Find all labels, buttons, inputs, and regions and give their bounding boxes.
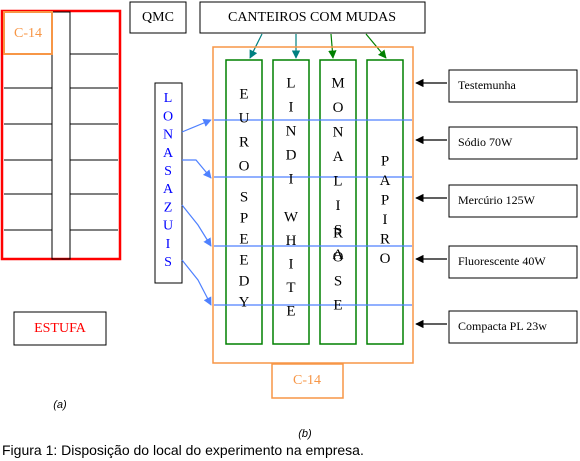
bed-letter: L bbox=[286, 75, 295, 91]
qmc-label: QMC bbox=[142, 10, 174, 25]
bed-letter: I bbox=[289, 99, 294, 115]
lonas-letter: A bbox=[163, 146, 174, 161]
bed-letter: D bbox=[239, 273, 250, 289]
lonas-letter: S bbox=[164, 164, 172, 179]
bed-letter: R bbox=[333, 225, 343, 241]
estufa-label-box bbox=[13, 311, 107, 346]
bed-letter: E bbox=[239, 231, 248, 247]
bed-letter: L bbox=[333, 173, 342, 189]
bed-lindi-white bbox=[272, 59, 310, 345]
bed-letter: S bbox=[240, 189, 248, 205]
figure-caption: Figura 1: Disposição do local do experim… bbox=[2, 442, 364, 458]
lamp-label: Compacta PL 23w bbox=[458, 319, 547, 333]
bed-letter: O bbox=[333, 249, 344, 265]
lamp-box bbox=[448, 245, 578, 279]
bed-letter: P bbox=[381, 153, 389, 169]
lamp-label: Sódio 70W bbox=[458, 135, 513, 149]
lamp-box bbox=[448, 126, 578, 160]
bed-letter: H bbox=[286, 233, 297, 249]
caption-a: (a) bbox=[53, 399, 67, 411]
bed-letter: W bbox=[284, 209, 299, 225]
lamp-label: Fluorescente 40W bbox=[458, 254, 546, 268]
bed-letter: S bbox=[334, 222, 342, 238]
lonas-arrows bbox=[181, 119, 212, 306]
bed-letter: N bbox=[286, 123, 297, 139]
lamp-lines bbox=[214, 119, 412, 306]
bed-monalisa-rose bbox=[319, 59, 357, 345]
lonas-letter: I bbox=[166, 237, 171, 252]
caption-b: (b) bbox=[298, 428, 312, 440]
bed-letter: A bbox=[333, 247, 344, 263]
bed-letter: T bbox=[286, 280, 295, 296]
bed-letter: P bbox=[381, 192, 389, 208]
bed-letter: R bbox=[380, 231, 390, 247]
bottom-c14-box bbox=[271, 363, 344, 399]
bottom-c14-label: C-14 bbox=[293, 373, 321, 388]
estufa-label: ESTUFA bbox=[34, 321, 87, 336]
estufa-c14-box bbox=[3, 11, 53, 55]
qmc-box bbox=[129, 1, 187, 34]
estufa-c14-label: C-14 bbox=[14, 26, 42, 41]
lamp-box bbox=[448, 310, 578, 344]
bed-letter: D bbox=[286, 147, 297, 163]
lonas-box bbox=[154, 82, 183, 284]
lonas-letter: A bbox=[163, 182, 174, 197]
bed-letter: O bbox=[239, 158, 250, 174]
bed-letter: P bbox=[240, 210, 248, 226]
lamp-box bbox=[448, 69, 578, 103]
bed-letter: S bbox=[334, 273, 342, 289]
bed-letter: I bbox=[289, 256, 294, 272]
lamp-label: Mercúrio 125W bbox=[458, 193, 536, 207]
bed-letter: E bbox=[239, 252, 248, 268]
lamp-box bbox=[448, 184, 578, 218]
bed-letter: I bbox=[336, 198, 341, 214]
bed-letter: O bbox=[333, 100, 344, 116]
lonas-letter: U bbox=[163, 219, 173, 234]
bed-letter: A bbox=[333, 149, 344, 165]
lonas-letter: L bbox=[164, 91, 173, 106]
bed-letter: N bbox=[333, 124, 344, 140]
bed-papiro bbox=[366, 59, 404, 345]
lonas-letter: N bbox=[163, 128, 173, 143]
canteiros-box bbox=[199, 1, 426, 34]
estufa-left-benches bbox=[4, 53, 52, 231]
bed-letter: Y bbox=[239, 294, 250, 310]
lonas-letter: S bbox=[164, 255, 172, 270]
canteiros-arrows bbox=[249, 33, 387, 59]
lonas-letter: O bbox=[163, 109, 173, 124]
room-outline bbox=[212, 46, 414, 364]
bed-letter: E bbox=[286, 303, 295, 319]
estufa-corridor bbox=[51, 11, 71, 260]
bed-euro-speedy bbox=[225, 59, 263, 345]
beds bbox=[225, 59, 404, 345]
lonas-letter: Z bbox=[164, 200, 173, 215]
bed-letter: A bbox=[380, 173, 391, 189]
bed-letter: U bbox=[239, 110, 250, 126]
estufa-right-benches bbox=[70, 53, 118, 231]
lamp-label: Testemunha bbox=[458, 78, 516, 92]
bed-letter: E bbox=[239, 86, 248, 102]
bed-letter: I bbox=[289, 171, 294, 187]
bed-letter: E bbox=[333, 297, 342, 313]
bed-letter: M bbox=[331, 75, 344, 91]
bed-letter: O bbox=[380, 251, 391, 267]
estufa-panel: C-14 ESTUFA (a) bbox=[0, 9, 122, 411]
canteiros-label: CANTEIROS COM MUDAS bbox=[228, 10, 396, 25]
bed-letter: I bbox=[383, 212, 388, 228]
bed-letter: R bbox=[239, 134, 249, 150]
